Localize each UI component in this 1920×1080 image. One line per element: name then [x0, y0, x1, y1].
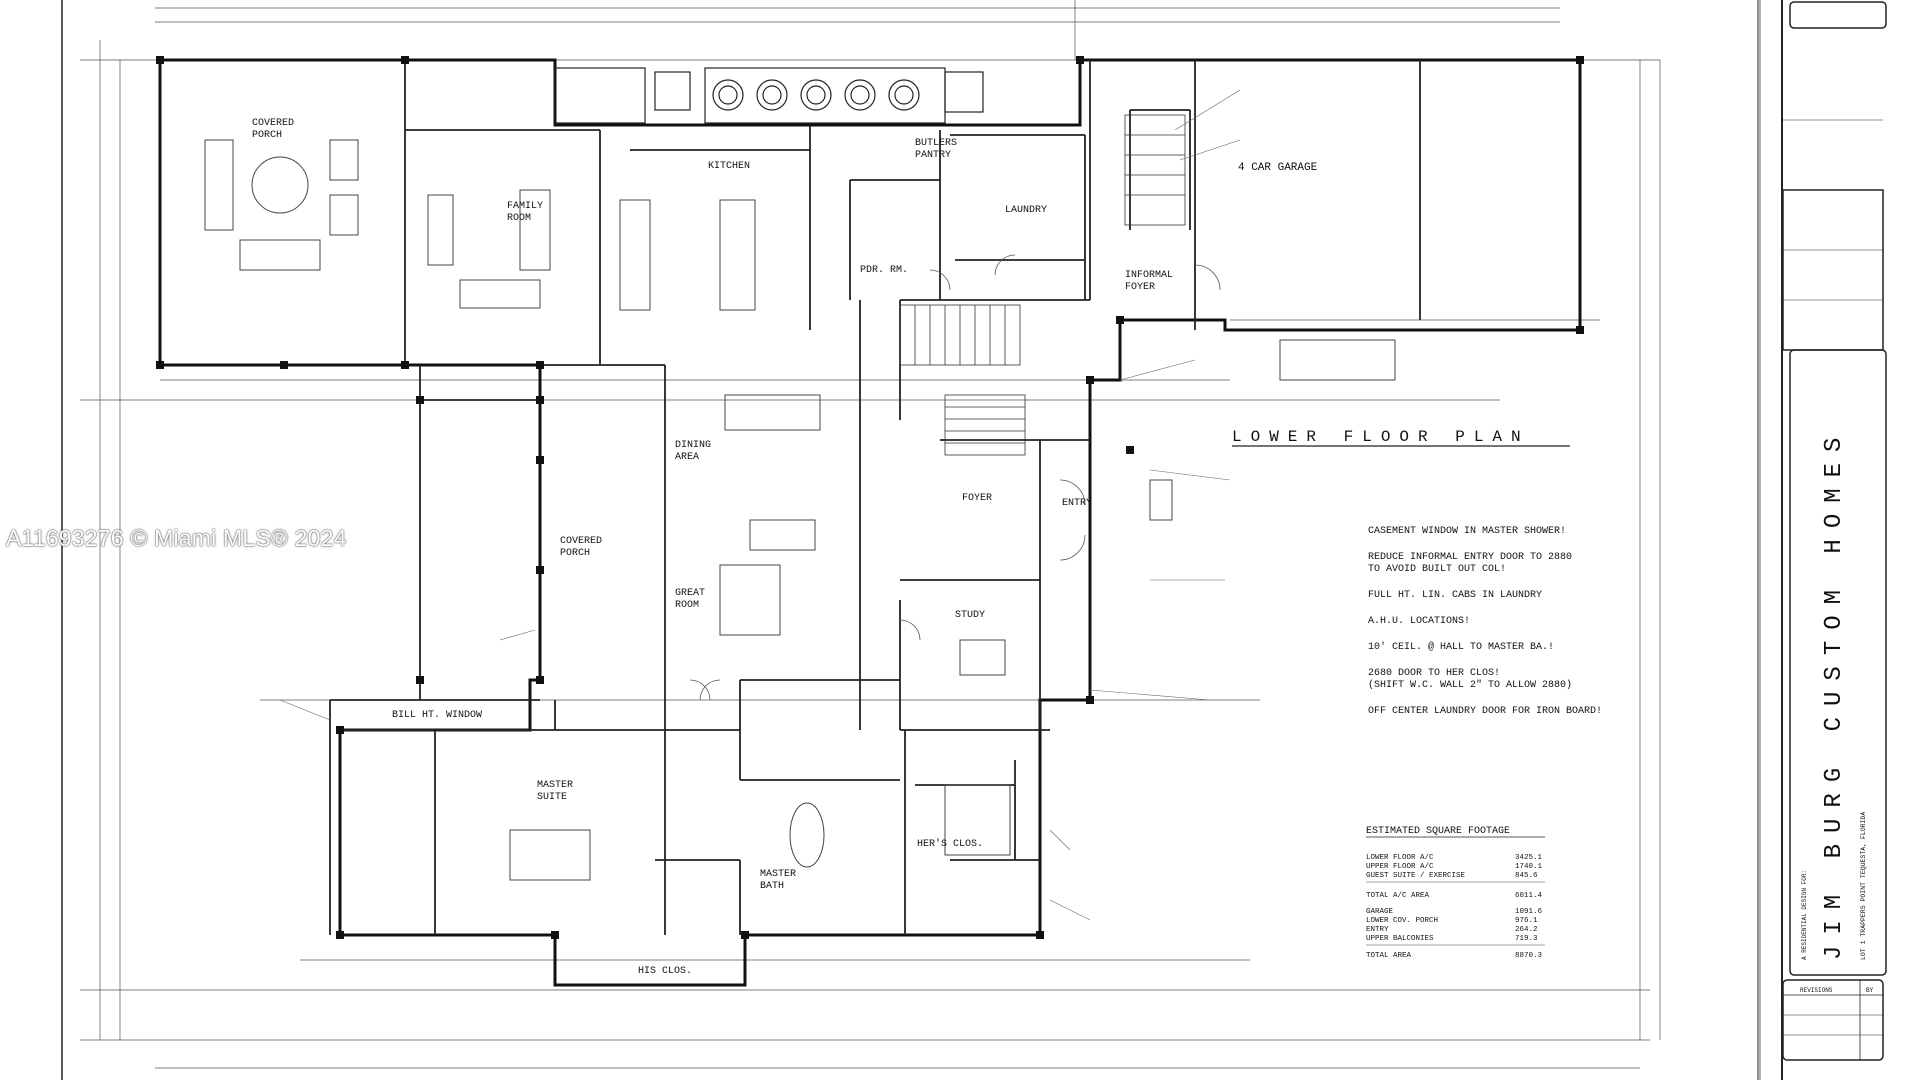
exterior-walls [158, 58, 1582, 987]
room-master-bath-line2: BATH [760, 881, 784, 892]
bill-window-label: BILL HT. WINDOW [392, 710, 482, 721]
room-labels: COVERED PORCH FAMILY ROOM KITCHEN BUTLER… [252, 118, 1318, 977]
room-hers-closet: HER'S CLOS. [917, 838, 983, 850]
design-notes: CASEMENT WINDOW IN MASTER SHOWER! REDUCE… [1368, 526, 1602, 717]
sqft-row-label: UPPER FLOOR A/C [1366, 863, 1434, 871]
sqft-row-value: 3425.1 [1515, 854, 1543, 862]
room-master-bath: MASTER [760, 869, 796, 880]
room-foyer: FOYER [962, 493, 992, 504]
sqft-row-value: 1091.6 [1515, 908, 1543, 916]
room-master-suite-line2: SUITE [537, 792, 567, 803]
sqft-row-value: 845.6 [1515, 872, 1538, 880]
sqft-row-label: GUEST SUITE / EXERCISE [1366, 872, 1466, 880]
sqft-table: ESTIMATED SQUARE FOOTAGE LOWER FLOOR A/C… [1366, 826, 1545, 960]
room-master-suite: MASTER [537, 780, 573, 791]
interior-walls [329, 60, 1421, 935]
sqft-row-value: 264.2 [1515, 926, 1538, 934]
room-dining-area: DINING [675, 440, 711, 451]
revisions-label: REVISIONS [1800, 987, 1833, 994]
lot-line: LOT 1 TRAPPERS POINT TEQUESTA, FLORIDA [1860, 812, 1867, 960]
room-family-room-line2: ROOM [507, 213, 531, 224]
room-his-closet: HIS CLOS. [638, 966, 692, 977]
room-great-room: GREAT [675, 588, 705, 599]
note: 2680 DOOR TO HER CLOS! [1368, 668, 1500, 679]
room-informal-foyer-line2: FOYER [1125, 282, 1155, 293]
room-great-room-line2: ROOM [675, 600, 699, 611]
sqft-row-label: GARAGE [1366, 908, 1394, 916]
revisions-by-label: BY [1866, 987, 1874, 994]
room-study: STUDY [955, 610, 985, 621]
note: A.H.U. LOCATIONS! [1368, 616, 1470, 627]
brand-caption: A RESIDENTIAL DESIGN FOR: [1801, 870, 1808, 960]
sqft-row-label: TOTAL AREA [1366, 952, 1412, 960]
sqft-row-value: 6011.4 [1515, 892, 1543, 900]
note: 10' CEIL. @ HALL TO MASTER BA.! [1368, 641, 1554, 653]
sqft-row-value: 8870.3 [1515, 952, 1543, 960]
sqft-row-label: ENTRY [1366, 926, 1389, 934]
note: (SHIFT W.C. WALL 2" TO ALLOW 2880) [1368, 679, 1572, 691]
sqft-title: ESTIMATED SQUARE FOOTAGE [1366, 826, 1510, 837]
note: OFF CENTER LAUNDRY DOOR FOR IRON BOARD! [1368, 706, 1602, 717]
room-covered-porch-top-line2: PORCH [252, 130, 282, 141]
dimension-lines [80, 0, 1661, 1069]
note: FULL HT. LIN. CABS IN LAUNDRY [1368, 590, 1542, 601]
room-covered-porch-left: COVERED [560, 536, 602, 547]
room-garage: 4 CAR GARAGE [1238, 162, 1318, 174]
ac-units [554, 67, 984, 124]
room-butlers-pantry-line2: PANTRY [915, 150, 951, 161]
room-powder: PDR. RM. [860, 265, 908, 276]
sqft-row-label: UPPER BALCONIES [1366, 935, 1434, 943]
sqft-row-value: 719.3 [1515, 935, 1538, 943]
mls-watermark: A11693276 © Miami MLS® 2024 [6, 525, 347, 551]
sheet-title: LOWER FLOOR PLAN [1232, 428, 1530, 446]
note: REDUCE INFORMAL ENTRY DOOR TO 2880 [1368, 552, 1572, 563]
furniture [204, 139, 1396, 881]
room-covered-porch-top: COVERED [252, 118, 294, 129]
sqft-row-label: LOWER COV. PORCH [1366, 917, 1438, 925]
room-butlers-pantry: BUTLERS [915, 138, 957, 149]
door-swings [689, 254, 1221, 701]
sqft-row-label: TOTAL A/C AREA [1366, 892, 1430, 900]
columns [156, 56, 1584, 939]
room-dining-area-line2: AREA [675, 452, 699, 463]
sqft-row-value: 1740.1 [1515, 863, 1543, 871]
stairs [899, 114, 1186, 456]
room-covered-porch-left-line2: PORCH [560, 548, 590, 559]
room-informal-foyer: INFORMAL [1125, 270, 1173, 281]
sqft-row-label: LOWER FLOOR A/C [1366, 854, 1434, 862]
note: CASEMENT WINDOW IN MASTER SHOWER! [1368, 526, 1566, 537]
sqft-row-value: 976.1 [1515, 917, 1538, 925]
annotation-leaders [279, 89, 1241, 921]
sheet-border [61, 0, 1783, 1080]
room-family-room: FAMILY [507, 201, 543, 212]
room-entry: ENTRY [1062, 498, 1092, 509]
note: TO AVOID BUILT OUT COL! [1368, 564, 1506, 575]
brand-name: JIM BURG CUSTOM HOMES [1821, 427, 1848, 960]
title-block [1782, 1, 1887, 1061]
room-laundry: LAUNDRY [1005, 205, 1047, 216]
room-kitchen: KITCHEN [708, 161, 750, 172]
